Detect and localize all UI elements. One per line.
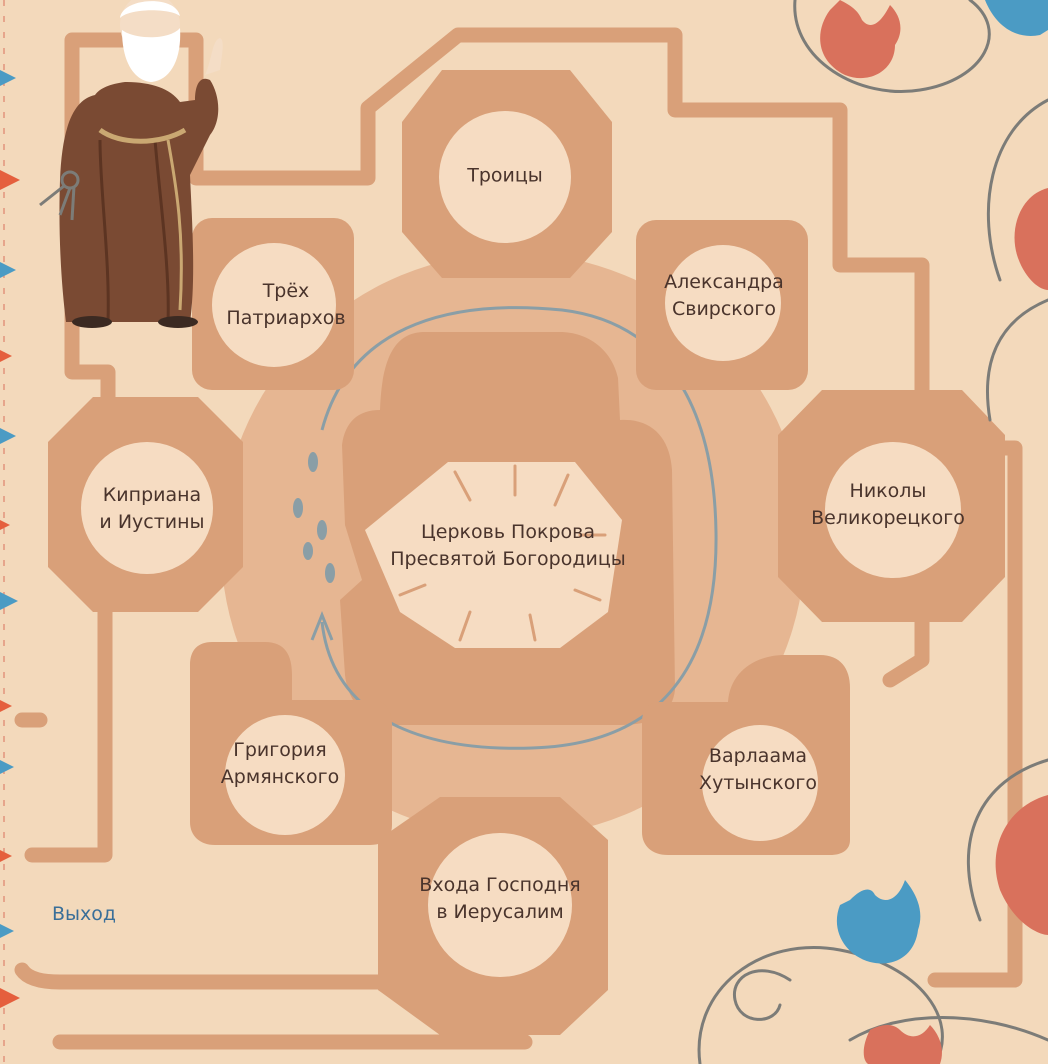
chapel-nicholas-velikoretsky [778,390,1005,622]
chapel-name-line2: Хутынского [699,772,817,794]
chapel-label-nicholas-velikoretsky: Николы Великорецкого [811,478,965,532]
red-flower-icon [863,1025,942,1064]
central-church-body [340,332,675,725]
chapel-label-trinity: Троицы [467,163,543,190]
chapel-name-line1: Николы [849,480,927,502]
chapel-name-line2: Патриархов [226,307,346,329]
chapel-cyprian-justina [48,397,243,612]
chapel-name-line2: Свирского [671,298,777,320]
chapel-varlaam-khutynsky [642,655,850,855]
chapel-entry-jerusalem [378,797,608,1035]
vine-decoration [697,0,1048,1064]
chapel-name-line1: Александра [664,271,784,293]
chapel-three-patriarchs [192,218,354,390]
chapel-label-central-church: Церковь Покрова Пресвятой Богородицы [390,519,626,573]
chapel-name-line1: Киприана [102,484,202,506]
chapel-name-line2: Пресвятой Богородицы [390,548,626,570]
red-flower-icon [1014,188,1048,290]
chapel-label-three-patriarchs: Трёх Патриархов [226,278,345,332]
chapel-alexander-svirsky [636,220,808,390]
chapel-name-line1: Григория [233,739,327,761]
chapel-label-entry-jerusalem: Входа Господня в Иерусалим [419,872,580,926]
chapel-name-line2: Великорецкого [811,507,965,529]
chapel-name-line2: Армянского [220,766,340,788]
chapel-gregory-armenian [190,642,392,845]
exit-label: Выход [52,903,117,925]
chapel-trinity [402,70,612,278]
chapel-name-line1: Входа Господня [419,874,581,896]
chapel-label-alexander-svirsky: Александра Свирского [664,269,784,323]
chapel-label-cyprian-justina: Киприана и Иустины [99,482,204,536]
chapel-name-line1: Троицы [467,164,543,187]
left-border-ornament [0,0,20,1064]
route-line [293,306,718,750]
chapel-name-line1: Трёх [262,280,310,302]
monk-figure [39,0,223,328]
chapel-name-line1: Церковь Покрова [421,521,595,543]
chapel-name-line1: Варлаама [708,745,808,767]
flower-decorations [820,0,1048,1064]
chapel-label-gregory-armenian: Григория Армянского [221,737,339,791]
chapel-name-line2: и Иустины [99,511,205,533]
blue-flower-icon [985,0,1048,36]
red-flower-icon [820,0,901,79]
chapel-name-line2: в Иерусалим [436,901,564,923]
chapel-label-varlaam-khutynsky: Варлаама Хутынского [699,743,817,797]
red-flower-icon [995,795,1048,935]
blue-flower-icon [836,880,921,964]
